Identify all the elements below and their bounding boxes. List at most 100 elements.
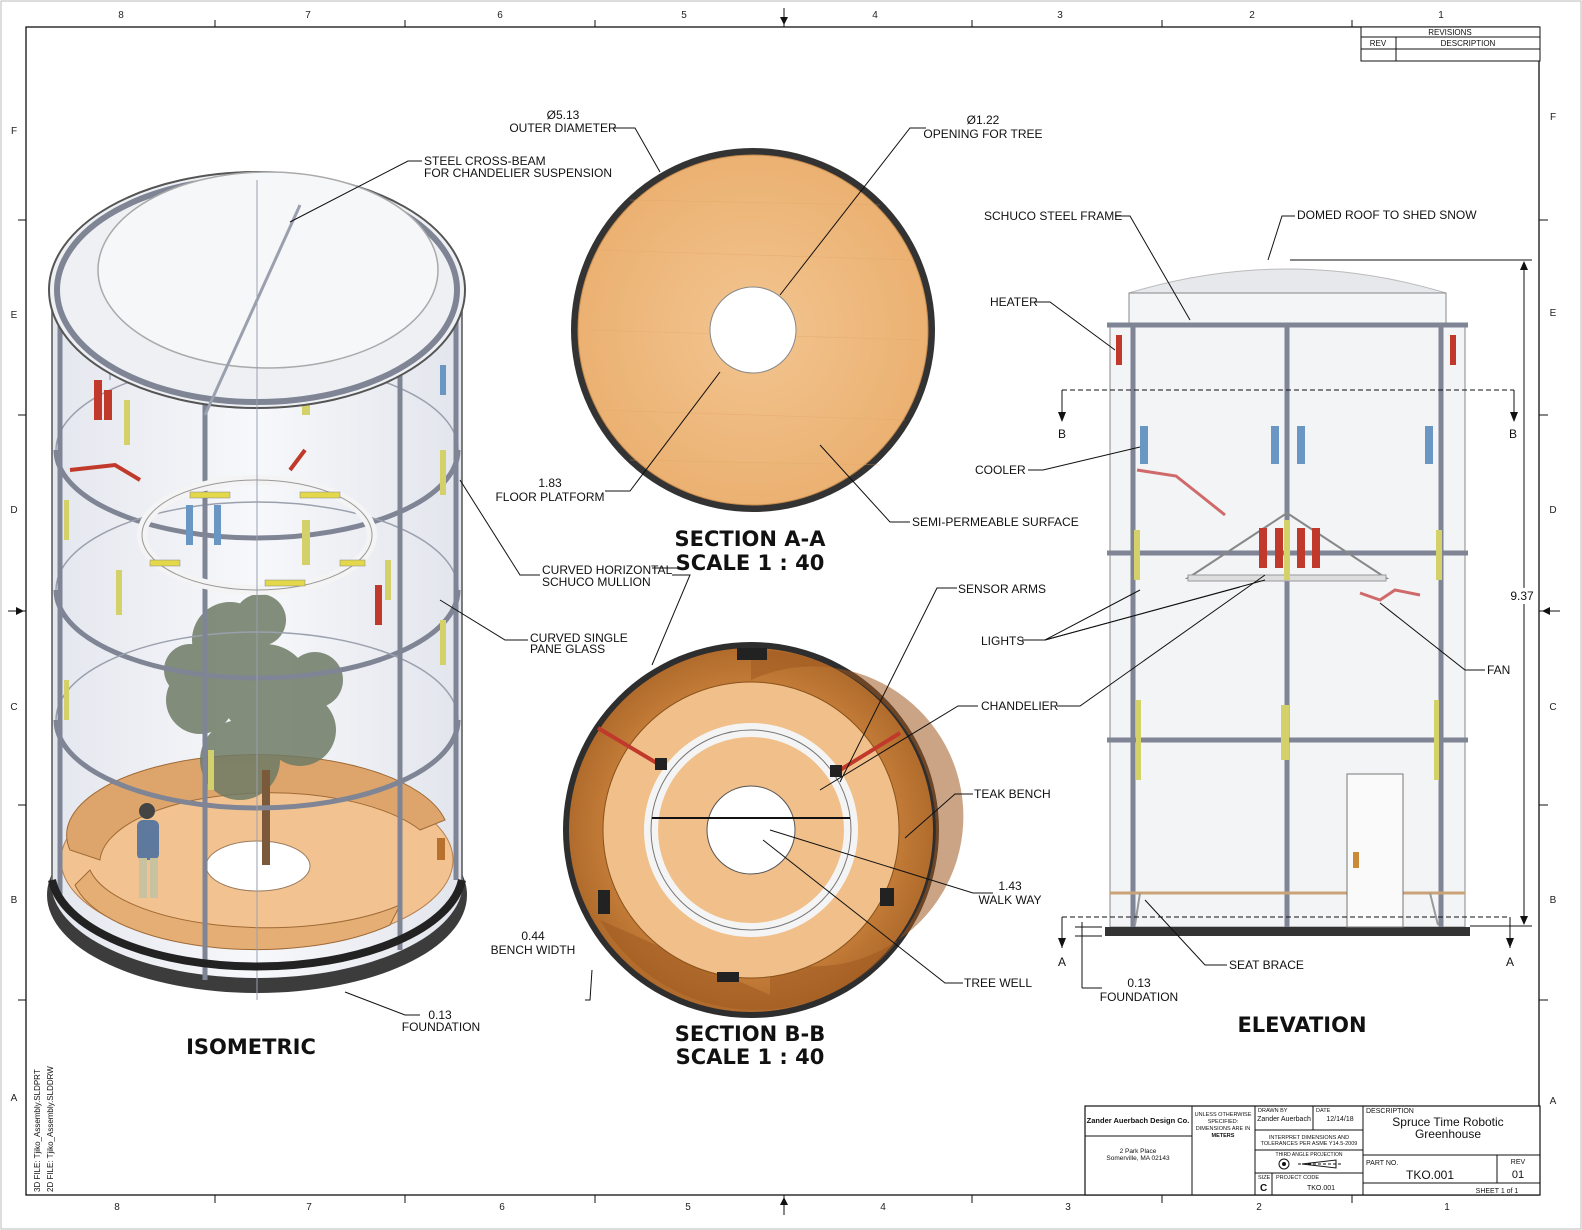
tb-description-line1: Spruce Time Robotic xyxy=(1392,1115,1503,1129)
view-title-elevation: ELEVATION xyxy=(1237,1013,1366,1037)
label-elev-foundation: FOUNDATION xyxy=(1100,990,1178,1004)
zone-bottom-8: 8 xyxy=(114,1202,120,1213)
zone-left-a: A xyxy=(11,1093,18,1104)
isometric-view xyxy=(47,171,467,1000)
section-b-b xyxy=(563,642,964,1018)
label-opening-value: Ø1.22 xyxy=(967,113,1000,127)
label-semi-permeable: SEMI-PERMEABLE SURFACE xyxy=(912,515,1079,529)
label-lights: LIGHTS xyxy=(981,634,1024,648)
zone-top-5: 5 xyxy=(681,10,687,21)
revisions-rev-header: REV xyxy=(1370,39,1387,48)
label-iso-foundation: FOUNDATION xyxy=(402,1020,480,1034)
iso-tree xyxy=(164,594,343,800)
tb-drawn-by-label: DRAWN BY xyxy=(1258,1108,1288,1114)
zone-top-7: 7 xyxy=(305,10,311,21)
section-marker-a-right: A xyxy=(1506,955,1514,969)
label-heater: HEATER xyxy=(990,295,1038,309)
label-3d-file: 3D FILE: Tjiko_Assembly.SLDPRT xyxy=(33,1069,42,1192)
label-domed-roof: DOMED ROOF TO SHED SNOW xyxy=(1297,208,1477,222)
label-glass-line2: PANE GLASS xyxy=(530,642,605,656)
zone-bottom-6: 6 xyxy=(499,1202,505,1213)
leader-lines xyxy=(289,127,1485,1016)
label-opening: OPENING FOR TREE xyxy=(923,127,1042,141)
tb-sheet: SHEET 1 of 1 xyxy=(1476,1188,1519,1195)
zone-top-4: 4 xyxy=(872,10,878,21)
elev-domed-roof xyxy=(1128,268,1447,294)
zone-right-a: A xyxy=(1550,1096,1557,1107)
iso-steel-crossbeam xyxy=(203,204,302,416)
zone-right-d: D xyxy=(1549,505,1556,516)
label-elev-foundation-value: 0.13 xyxy=(1127,976,1151,990)
zone-bottom-2: 2 xyxy=(1256,1202,1262,1213)
section-b-sensor-arm-right xyxy=(838,731,902,772)
zone-left-c: C xyxy=(10,702,17,713)
label-walkway-value: 1.43 xyxy=(998,879,1022,893)
section-a-a xyxy=(571,148,935,512)
tb-rev-label: REV xyxy=(1511,1159,1526,1166)
zone-bottom-5: 5 xyxy=(685,1202,691,1213)
tb-size-label: SIZE xyxy=(1258,1175,1271,1181)
view-title-section-b: SECTION B-B xyxy=(675,1022,826,1046)
label-outer-diameter-value: Ø5.13 xyxy=(547,108,580,122)
center-arrows xyxy=(16,17,1550,1205)
elev-door xyxy=(1346,773,1404,928)
elev-foundation xyxy=(1105,927,1470,936)
view-title-isometric: ISOMETRIC xyxy=(186,1035,316,1059)
label-mullion-line2: SCHUCO MULLION xyxy=(542,575,651,589)
tb-drawn-by: Zander Auerbach xyxy=(1257,1116,1311,1123)
label-outer-diameter: OUTER DIAMETER xyxy=(509,121,617,135)
tb-projection: THIRD ANGLE PROJECTION xyxy=(1276,1152,1343,1158)
view-scale-section-b: SCALE 1 : 40 xyxy=(676,1045,825,1069)
zone-left-e: E xyxy=(11,310,18,321)
label-bench-value: 0.44 xyxy=(521,929,545,943)
zone-top-6: 6 xyxy=(497,10,503,21)
tb-address-2: Somerville, MA 02143 xyxy=(1106,1155,1170,1162)
label-bench-width: BENCH WIDTH xyxy=(491,943,576,957)
zone-bottom-7: 7 xyxy=(306,1202,312,1213)
tb-note-1: UNLESS OTHERWISE xyxy=(1195,1112,1252,1118)
label-height-dimension: 9.37 xyxy=(1510,589,1534,603)
label-seat-brace: SEAT BRACE xyxy=(1229,958,1304,972)
tb-note-4: METERS xyxy=(1212,1133,1235,1139)
zone-top-2: 2 xyxy=(1249,10,1255,21)
label-iso-foundation-value: 0.13 xyxy=(428,1008,452,1022)
tb-size: C xyxy=(1260,1183,1267,1194)
title-block: Zander Auerbach Design Co. 2 Park Place … xyxy=(1084,1105,1541,1196)
tb-description-label: DESCRIPTION xyxy=(1366,1108,1414,1115)
revisions-description-header: DESCRIPTION xyxy=(1441,39,1496,48)
section-marker-a-left: A xyxy=(1058,955,1066,969)
zone-labels: 8 7 6 5 4 3 2 1 8 7 6 5 4 3 2 1 F E D C … xyxy=(10,10,1556,1213)
zone-bottom-3: 3 xyxy=(1065,1202,1071,1213)
section-b-tree-well xyxy=(706,785,796,875)
elevation-view xyxy=(1058,259,1532,989)
revisions-title: REVISIONS xyxy=(1428,28,1472,37)
tb-note-2: SPECIFIED: xyxy=(1208,1119,1239,1125)
tb-part-no: TKO.001 xyxy=(1406,1168,1454,1182)
label-tree-well: TREE WELL xyxy=(964,976,1032,990)
zone-bottom-4: 4 xyxy=(880,1202,886,1213)
section-a-tree-opening xyxy=(709,286,797,374)
tb-interpret-1: INTERPRET DIMENSIONS AND xyxy=(1269,1135,1349,1141)
tb-description-line2: Greenhouse xyxy=(1415,1127,1481,1141)
tb-part-no-label: PART NO. xyxy=(1366,1160,1398,1167)
label-mullion-line1: CURVED HORIZONTAL xyxy=(542,563,673,577)
zone-left-b: B xyxy=(11,895,18,906)
zone-right-b: B xyxy=(1550,895,1557,906)
label-floor-value: 1.83 xyxy=(538,476,562,490)
tb-company: Zander Auerbach Design Co. xyxy=(1087,1116,1190,1125)
label-crossbeam-line2: FOR CHANDELIER SUSPENSION xyxy=(424,166,612,180)
label-teak-bench: TEAK BENCH xyxy=(974,787,1051,801)
label-sensor-arms: SENSOR ARMS xyxy=(958,582,1046,596)
label-fan: FAN xyxy=(1487,663,1510,677)
tb-date-label: DATE xyxy=(1316,1108,1331,1114)
label-cooler: COOLER xyxy=(975,463,1026,477)
tb-interpret-2: TOLERANCES PER ASME Y14.5-2009 xyxy=(1261,1141,1358,1147)
label-glass-line1: CURVED SINGLE xyxy=(530,631,628,645)
iso-tree-well xyxy=(205,840,311,892)
zone-right-f: F xyxy=(1550,112,1556,123)
tb-project-code: TKO.001 xyxy=(1307,1185,1335,1192)
iso-vertical-mullions xyxy=(57,320,459,980)
zone-left-f: F xyxy=(11,126,17,137)
